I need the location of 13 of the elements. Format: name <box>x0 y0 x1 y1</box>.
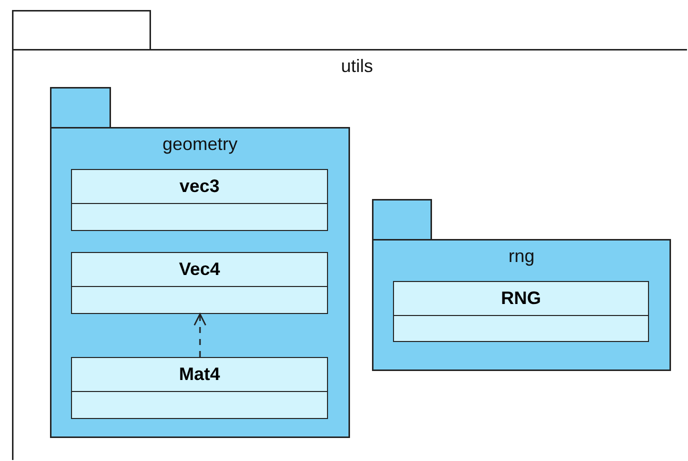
package-name: geometry <box>161 134 239 155</box>
class-box <box>393 281 649 342</box>
dependency-arrow <box>193 313 206 357</box>
package-box <box>12 10 687 460</box>
package-name: rng <box>507 246 536 267</box>
package-name: utils <box>340 56 374 77</box>
class-name: vec3 <box>179 176 220 197</box>
class-name: Mat4 <box>178 364 220 385</box>
class-box <box>71 169 328 231</box>
class-box <box>71 252 328 314</box>
class-name: RNG <box>501 288 541 309</box>
class-box <box>71 357 328 419</box>
class-name: Vec4 <box>178 259 220 280</box>
